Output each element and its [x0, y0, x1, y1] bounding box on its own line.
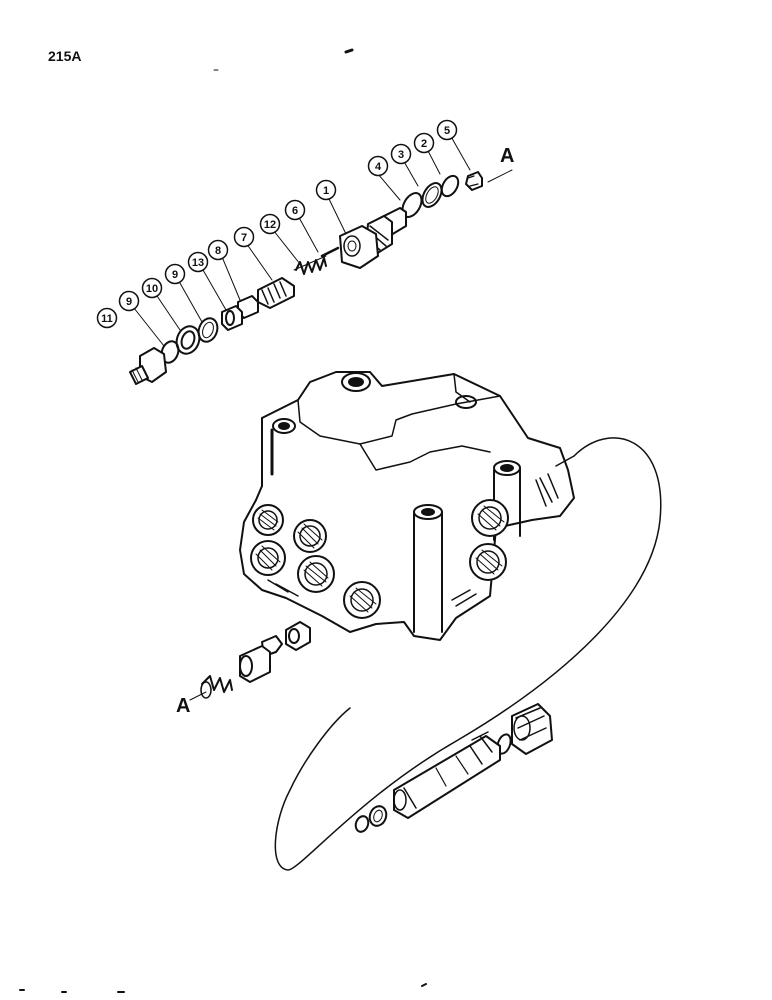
callout-7: 7	[233, 226, 255, 248]
part-9-ring-lower	[160, 340, 180, 364]
spool-snap-ring	[354, 815, 370, 833]
check-poppet	[239, 635, 283, 683]
callout-4-label: 4	[375, 161, 382, 173]
page-code: 215A	[48, 48, 82, 64]
callout-9-upper: 9	[164, 263, 186, 285]
relief-valve-assembly	[129, 171, 483, 385]
callout-3-label: 3	[398, 149, 404, 161]
part-11-adjusting-screw	[129, 347, 167, 385]
part-12-spring	[293, 255, 327, 275]
callout-4: 4	[367, 155, 389, 177]
spool-seal-ring	[368, 805, 388, 827]
callout-5-label: 5	[444, 125, 450, 137]
callout-12: 12	[259, 213, 281, 235]
part-13-retainer	[221, 305, 243, 331]
callout-12-label: 12	[264, 219, 276, 231]
callout-11: 11	[96, 307, 118, 329]
callout-3: 3	[390, 143, 412, 165]
callout-10-label: 10	[146, 283, 158, 295]
spool	[393, 731, 501, 819]
check-plug	[285, 621, 311, 651]
spool-end-cap	[511, 703, 553, 755]
callout-2-label: 2	[421, 138, 427, 150]
valve-body	[239, 371, 575, 641]
check-spring	[200, 675, 233, 699]
valve-body-ports	[250, 499, 509, 619]
callout-9-lower: 9	[118, 290, 140, 312]
callout-5: 5	[436, 119, 458, 141]
part-5-plug	[465, 171, 483, 191]
part-7-poppet	[257, 277, 295, 309]
part-9-ring-upper	[197, 317, 219, 343]
callout-6: 6	[284, 199, 306, 221]
callout-1-label: 1	[323, 185, 329, 197]
callout-7-label: 7	[241, 232, 247, 244]
callout-9-lower-label: 9	[126, 296, 132, 308]
reference-letter-top: A	[500, 145, 514, 167]
spool-assembly	[274, 437, 662, 871]
reference-letter-bottom: A	[176, 695, 190, 717]
part-2-o-ring	[440, 174, 460, 198]
part-10-lock-nut	[175, 325, 201, 355]
part-6-pin	[320, 246, 340, 258]
callout-10: 10	[141, 277, 163, 299]
callout-2: 2	[413, 132, 435, 154]
callout-13-label: 13	[192, 257, 204, 269]
callout-9-upper-label: 9	[172, 269, 178, 281]
callout-11-label: 11	[101, 313, 113, 325]
callout-8-label: 8	[215, 245, 221, 257]
part-1-valve-housing	[339, 207, 407, 269]
callout-8: 8	[207, 239, 229, 261]
callout-6-label: 6	[292, 205, 298, 217]
part-3-backup-ring	[421, 182, 443, 208]
check-valve-parts	[200, 621, 311, 699]
callout-1: 1	[315, 179, 337, 201]
spool-group-outline	[274, 437, 662, 871]
callout-13: 13	[187, 251, 209, 273]
